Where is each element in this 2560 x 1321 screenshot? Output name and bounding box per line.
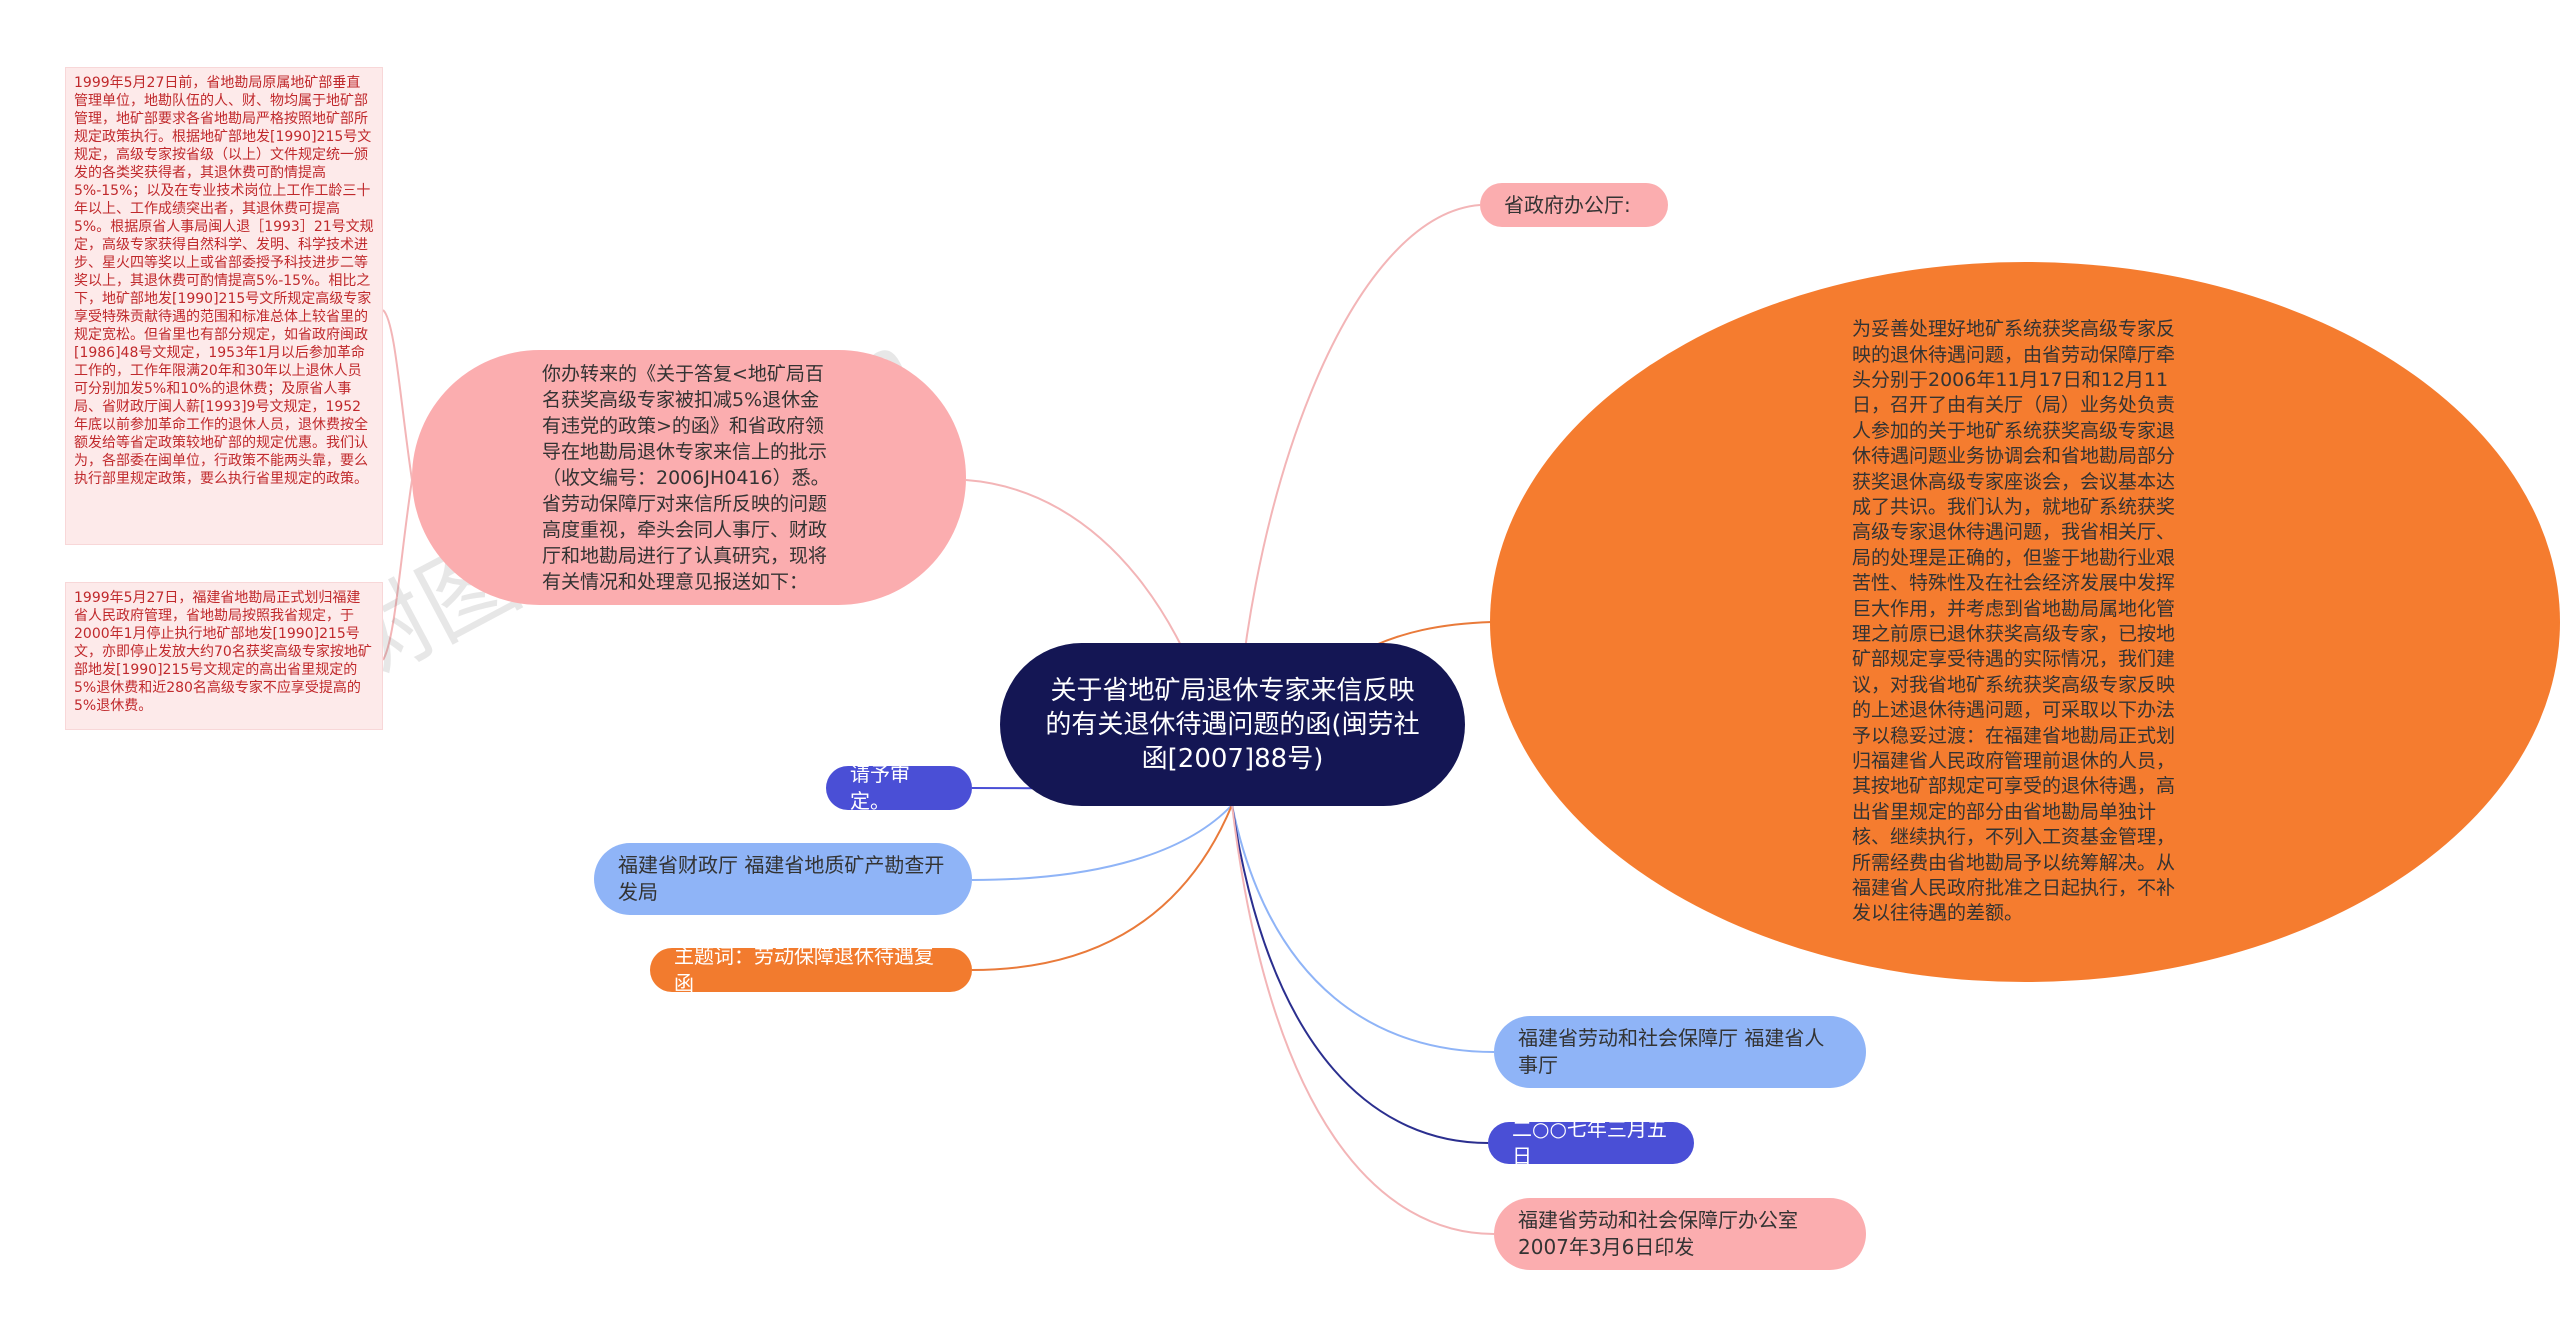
node-gov-office-text: 省政府办公厅: [1504, 192, 1631, 217]
intro-text: 你办转来的《关于答复<地矿局百名获奖高级专家被扣减5%退休金有违党的政策>的函》… [542, 362, 830, 593]
connector-note2 [382, 479, 413, 661]
connector-keywords [971, 804, 1233, 971]
node-request[interactable]: 请予审定。 [826, 762, 972, 813]
node-date[interactable]: 二○○七年三月五日 [1488, 1117, 1694, 1168]
node-cc-text: 福建省财政厅 福建省地质矿产勘查开发局 [618, 853, 945, 904]
connector-note1 [382, 309, 413, 481]
opinion-bubble[interactable]: 为妥善处理好地矿系统获奖高级专家反映的退休待遇问题，由省劳动保障厅牵头分别于20… [1490, 262, 2560, 982]
root-title[interactable]: 关于省地矿局退休专家来信反映的有关退休待遇问题的函(闽劳社函[2007]88号) [1000, 643, 1465, 806]
connector-date [1231, 804, 1489, 1144]
connector-print [1231, 804, 1495, 1235]
node-gov-office[interactable]: 省政府办公厅: [1480, 183, 1668, 227]
node-issuer[interactable]: 福建省劳动和社会保障厅 福建省人事厅 [1494, 1016, 1866, 1088]
intro-bubble[interactable]: 你办转来的《关于答复<地矿局百名获奖高级专家被扣减5%退休金有违党的政策>的函》… [412, 350, 966, 605]
opinion-text: 为妥善处理好地矿系统获奖高级专家反映的退休待遇问题，由省劳动保障厅牵头分别于20… [1852, 318, 2176, 925]
node-date-text: 二○○七年三月五日 [1512, 1117, 1667, 1168]
root-title-text: 关于省地矿局退休专家来信反映的有关退休待遇问题的函(闽劳社函[2007]88号) [1045, 675, 1420, 774]
connector-issuer [1231, 804, 1495, 1053]
node-keywords[interactable]: 主题词：劳动保障退休待遇复函 [650, 944, 972, 995]
node-keywords-text: 主题词：劳动保障退休待遇复函 [674, 944, 934, 995]
node-cc[interactable]: 福建省财政厅 福建省地质矿产勘查开发局 [594, 843, 972, 915]
connector-cc [971, 804, 1233, 881]
node-print[interactable]: 福建省劳动和社会保障厅办公室 2007年3月6日印发 [1494, 1198, 1866, 1270]
node-issuer-text: 福建省劳动和社会保障厅 福建省人事厅 [1518, 1026, 1825, 1077]
note-policy-change: 1999年5月27日，福建省地勘局正式划归福建省人民政府管理，省地勘局按照我省规… [65, 582, 383, 730]
node-print-text: 福建省劳动和社会保障厅办公室 2007年3月6日印发 [1518, 1208, 1798, 1259]
note-policy-background: 1999年5月27日前，省地勘局原属地矿部垂直管理单位，地勘队伍的人、财、物均属… [65, 67, 383, 545]
node-request-text: 请予审定。 [850, 762, 910, 813]
